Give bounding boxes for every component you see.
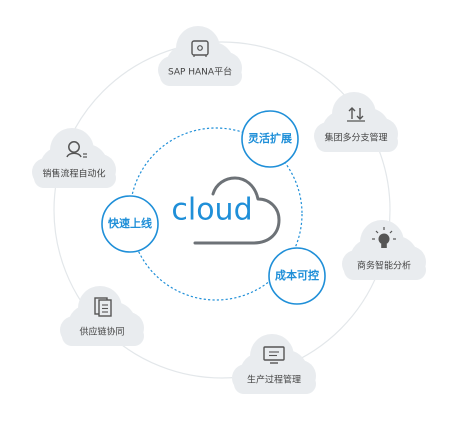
node-label: 供应链协同 [79, 326, 124, 338]
feature-fast-launch: 快速上线 [101, 195, 159, 253]
node-sales-automation: 销售流程自动化 [32, 128, 116, 188]
node-label: 集团多分支管理 [324, 132, 387, 144]
feature-label: 灵活扩展 [248, 131, 293, 145]
feature-flexible-expansion: 灵活扩展 [241, 110, 299, 168]
monitor-icon [263, 346, 285, 364]
center-cloud-outline [193, 176, 281, 245]
center-label: cloud [171, 193, 252, 228]
node-label: 生产过程管理 [247, 374, 301, 386]
feature-label: 快速上线 [107, 216, 152, 230]
feature-cost-control: 成本可控 [268, 247, 326, 305]
lightbulb-icon [372, 227, 396, 248]
node-supply-chain: 供应链协同 [60, 286, 144, 346]
node-label: 商务智能分析 [357, 260, 411, 272]
transfer-arrows-icon [347, 107, 365, 122]
node-label: 销售流程自动化 [42, 168, 105, 180]
node-business-intelligence: 商务智能分析 [342, 220, 426, 280]
document-icon [94, 297, 112, 317]
feature-label: 成本可控 [275, 268, 319, 282]
node-group-branch-management: 集团多分支管理 [314, 92, 398, 152]
outer-ring [53, 41, 391, 379]
node-label: SAP HANA平台 [168, 66, 232, 78]
node-production-management: 生产过程管理 [232, 334, 316, 394]
user-icon [66, 141, 87, 158]
node-sap-hana: SAP HANA平台 [158, 26, 242, 86]
safe-icon [191, 40, 209, 57]
